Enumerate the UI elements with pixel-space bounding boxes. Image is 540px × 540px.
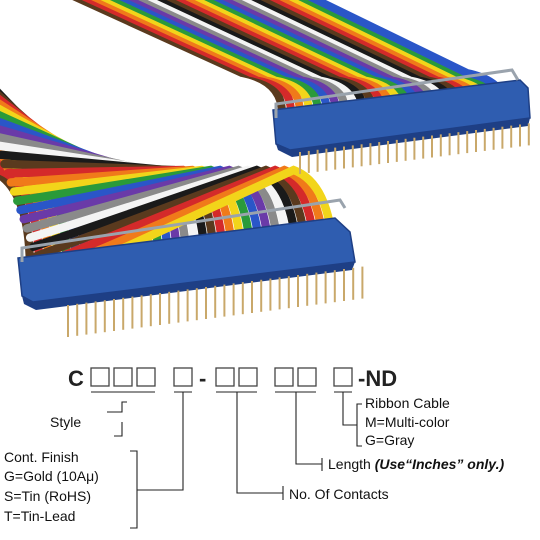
part-number-diagram: C - -ND Style Ribbon Cable M=Multi-color… [4, 366, 504, 529]
gold-label: G=Gold (10Aμ) [4, 468, 99, 484]
length-box-1 [274, 367, 294, 387]
length-box-2 [297, 367, 317, 387]
length-label: Length [328, 456, 375, 472]
style-label: Style [50, 414, 81, 430]
type-bracket [356, 403, 362, 447]
color-box-2 [136, 367, 156, 387]
part-suffix: -ND [358, 366, 397, 391]
finish-bracket [130, 450, 138, 529]
contacts-label: No. Of Contacts [289, 486, 389, 502]
contacts-connector [236, 392, 283, 494]
length-note: (Use“Inches” only.) [375, 456, 505, 472]
type-connector [342, 392, 357, 426]
type-box [333, 367, 353, 387]
style-bracket [114, 422, 123, 437]
multi-color-label: M=Multi-color [365, 414, 450, 430]
part-prefix: C [68, 366, 84, 391]
left-connector-shadow [22, 262, 355, 310]
part-separator: - [199, 366, 206, 391]
tin-lead-label: T=Tin-Lead [4, 508, 75, 524]
length-label-row: Length (Use“Inches” only.) [328, 456, 504, 472]
finish-connector [137, 392, 184, 491]
right-bracket [274, 68, 520, 118]
contacts-box-2 [238, 367, 258, 387]
left-connector [17, 198, 364, 337]
finish-box [173, 367, 193, 387]
ribbon-cable-label: Ribbon Cable [365, 395, 450, 411]
length-connector [295, 392, 322, 465]
style-box [90, 367, 110, 387]
left-bracket [20, 198, 347, 262]
right-connector [272, 68, 531, 174]
contacts-box-1 [215, 367, 235, 387]
gray-label: G=Gray [365, 432, 414, 448]
style-connector [107, 401, 127, 413]
tin-label: S=Tin (RoHS) [4, 488, 91, 504]
color-box-1 [113, 367, 133, 387]
cont-finish-label: Cont. Finish [4, 449, 79, 465]
right-connector-shadow [276, 118, 530, 157]
ribbon-cable-photo [0, 0, 531, 337]
